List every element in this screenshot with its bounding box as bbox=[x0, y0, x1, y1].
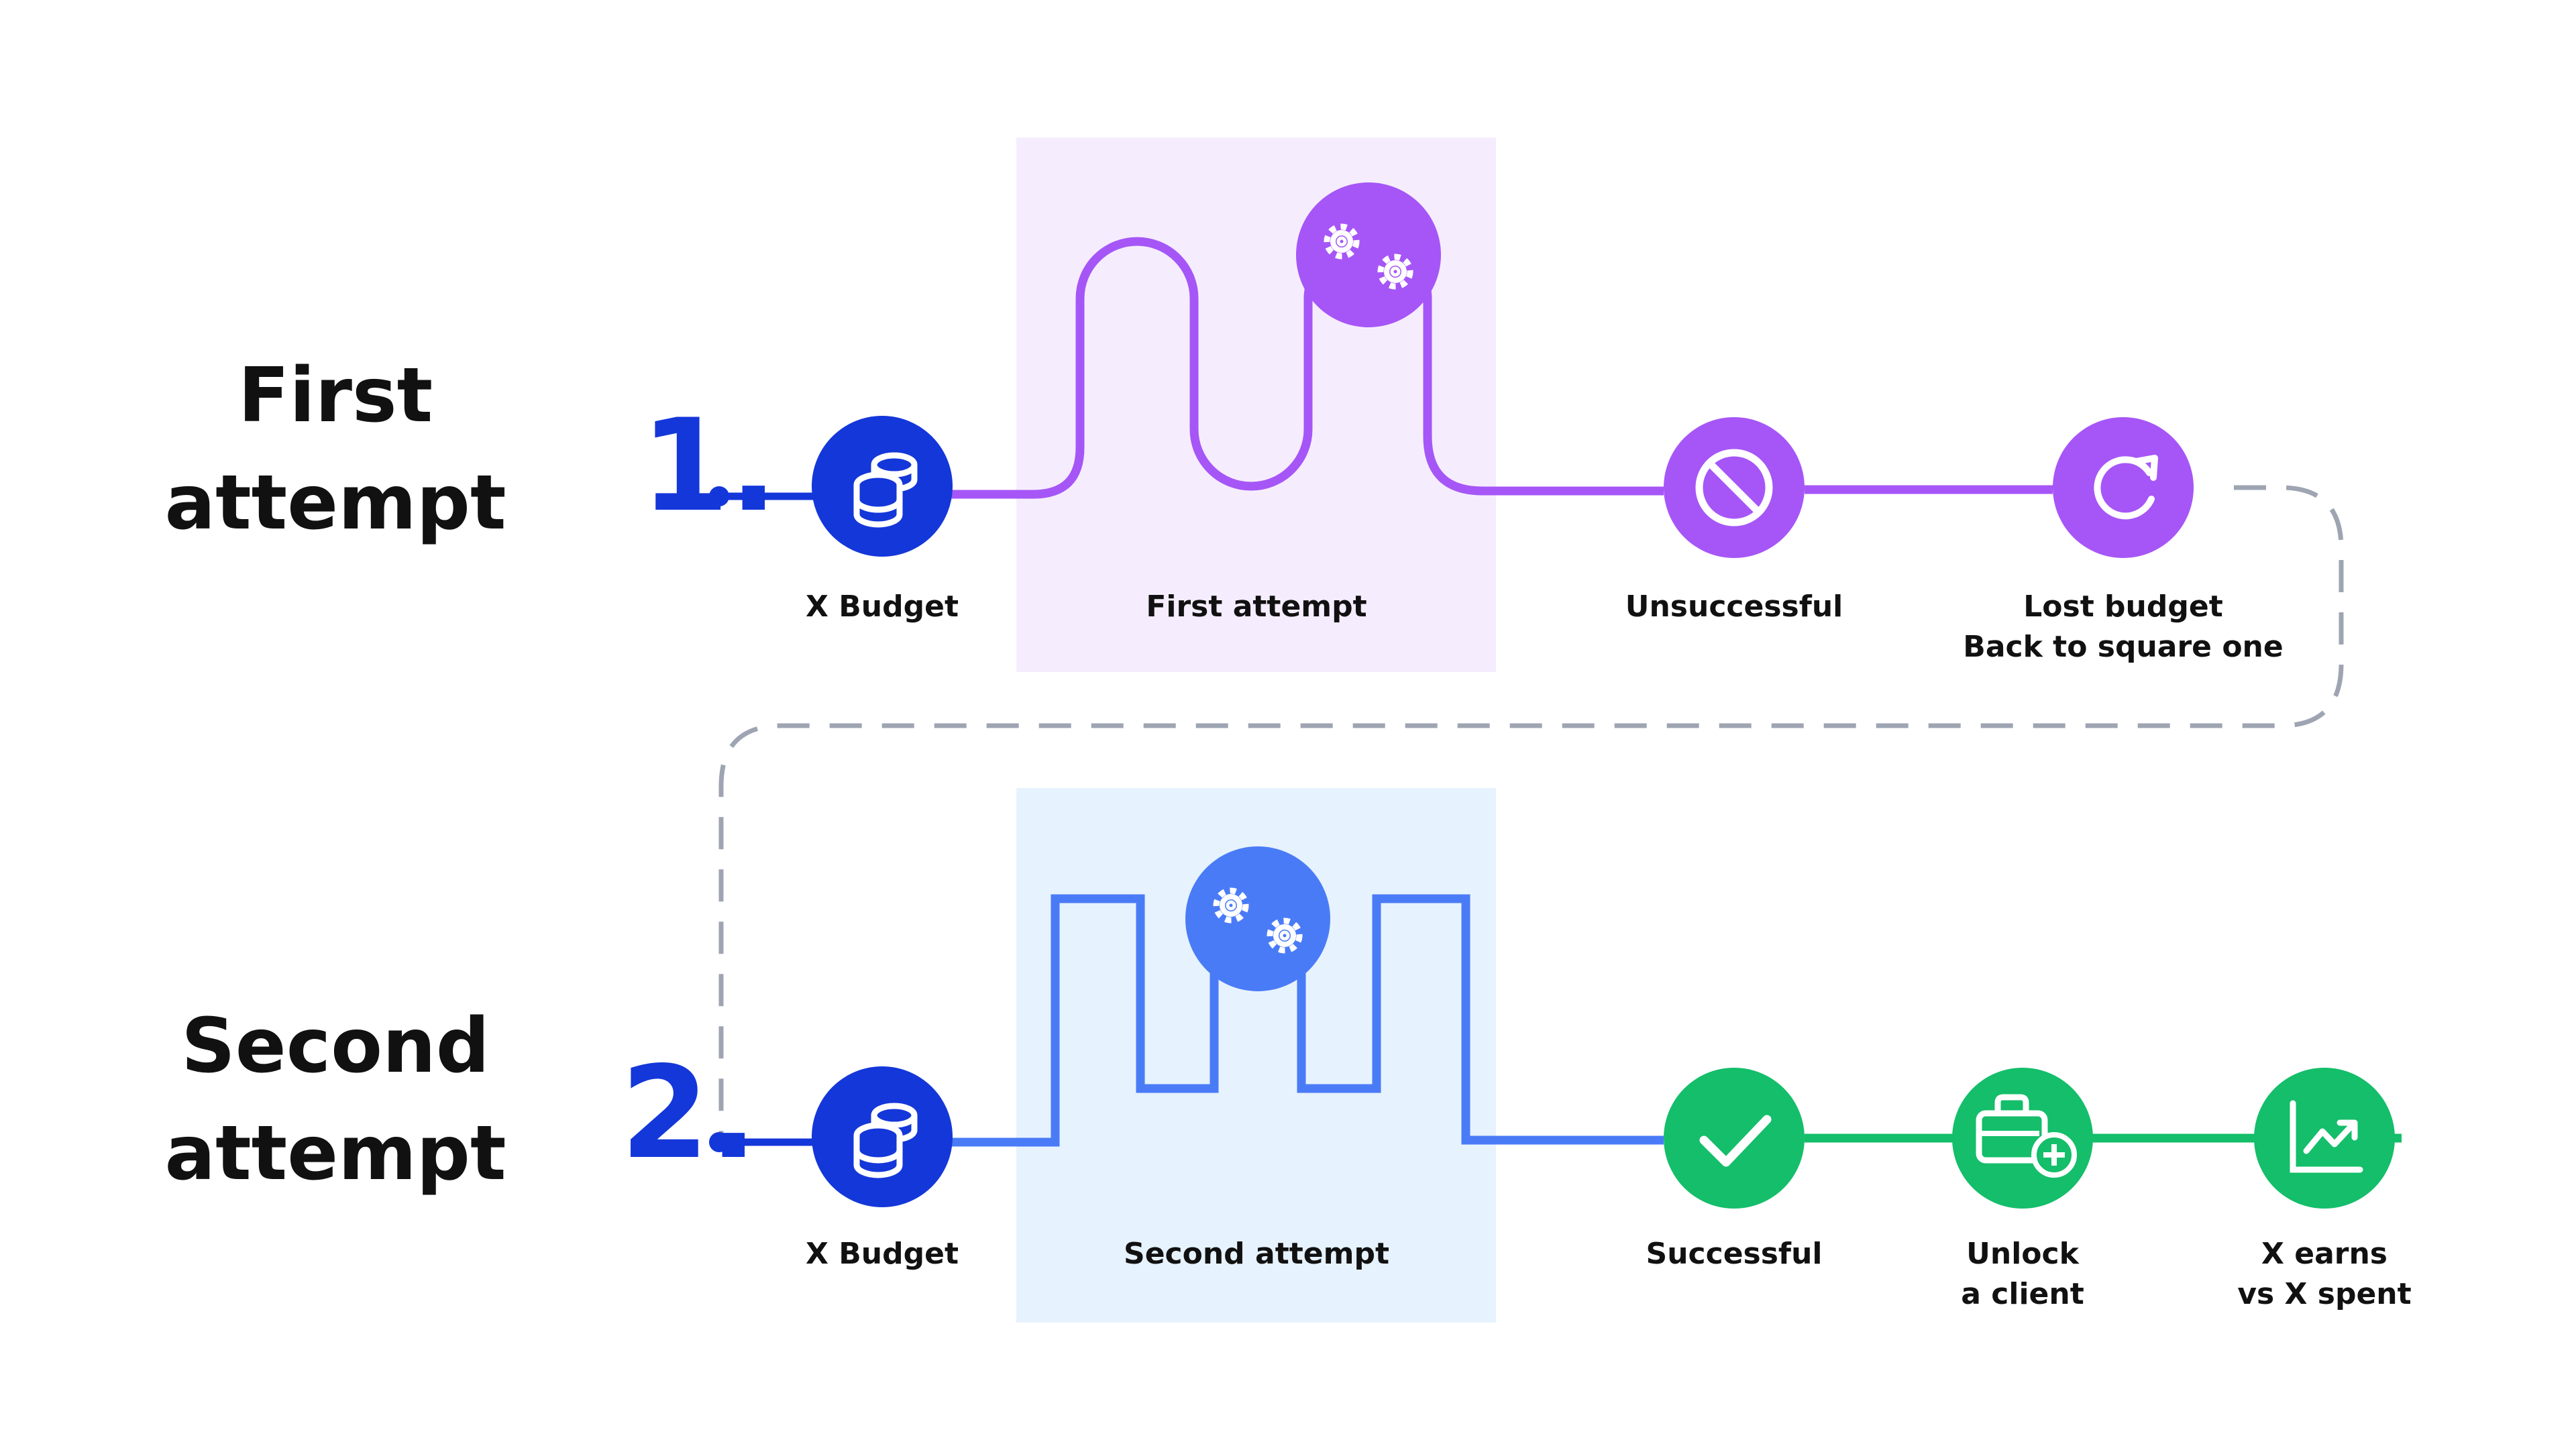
step-number-1: 1. bbox=[641, 392, 778, 540]
gears-icon bbox=[1325, 215, 1412, 295]
unlock-line1: Unlock bbox=[1966, 1237, 2079, 1271]
lost-budget-label: Lost budget Back to square one bbox=[1963, 587, 2283, 667]
unlock-line2: a client bbox=[1961, 1277, 2084, 1311]
first-attempt-heading: First attempt bbox=[127, 342, 543, 557]
gears-icon bbox=[1214, 879, 1301, 959]
second-budget-label: X Budget bbox=[806, 1237, 959, 1271]
lost-budget-line2: Back to square one bbox=[1963, 630, 2284, 664]
trending-chart-icon bbox=[2284, 1098, 2365, 1178]
successful-node bbox=[1664, 1068, 1805, 1209]
first-heading-line2: attempt bbox=[164, 459, 506, 547]
earns-line1: X earns bbox=[2261, 1237, 2387, 1271]
earns-node bbox=[2254, 1068, 2395, 1209]
first-attempt-label: First attempt bbox=[1146, 590, 1367, 624]
second-attempt-path bbox=[939, 894, 1664, 1147]
second-attempt-label: Second attempt bbox=[1124, 1237, 1389, 1271]
first-budget-label: X Budget bbox=[806, 590, 959, 624]
lost-budget-line1: Lost budget bbox=[2023, 590, 2223, 624]
prohibited-icon bbox=[1694, 447, 1774, 528]
second-attempt-heading: Second attempt bbox=[127, 993, 543, 1207]
coin-stack-icon bbox=[842, 446, 922, 526]
first-heading-line1: First bbox=[237, 352, 433, 439]
briefcase-plus-icon bbox=[1982, 1098, 2063, 1178]
second-heading-line1: Second bbox=[181, 1003, 490, 1090]
unsuccessful-label: Unsuccessful bbox=[1625, 590, 1843, 624]
earns-line2: vs X spent bbox=[2237, 1277, 2412, 1311]
gears-node-1 bbox=[1296, 182, 1441, 327]
gears-node-2 bbox=[1185, 846, 1330, 991]
restart-icon bbox=[2083, 447, 2163, 528]
coin-stack-icon bbox=[842, 1097, 922, 1177]
checkmark-icon bbox=[1694, 1098, 1774, 1178]
unlock-client-label: Unlock a client bbox=[1961, 1234, 2084, 1315]
step-number-2: 2. bbox=[621, 1039, 758, 1187]
dashed-connector bbox=[718, 485, 2344, 1140]
successful-label: Successful bbox=[1646, 1237, 1823, 1271]
lost-budget-node bbox=[2053, 417, 2194, 558]
earns-label: X earns vs X spent bbox=[2237, 1234, 2411, 1315]
second-heading-line2: attempt bbox=[164, 1110, 506, 1197]
